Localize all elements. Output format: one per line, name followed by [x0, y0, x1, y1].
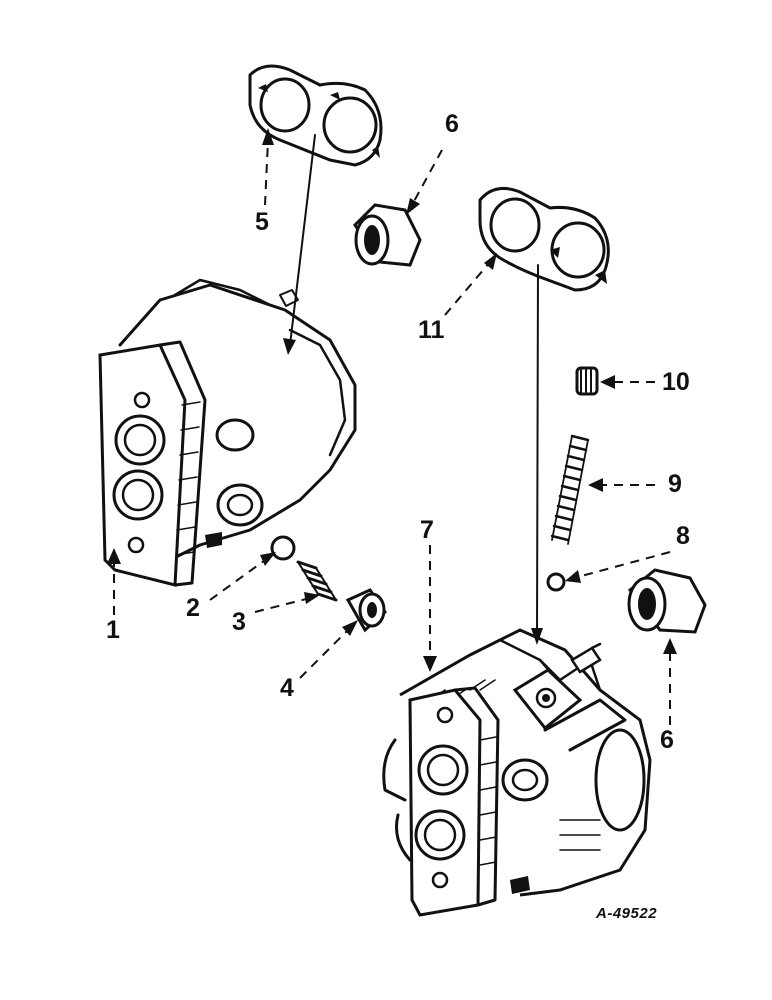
- callout-5: 5: [255, 208, 269, 236]
- plug-10: [575, 366, 599, 396]
- bearing-6-lower: [627, 568, 707, 634]
- pump-housing-left: [98, 278, 357, 587]
- pump-housing-right: [382, 628, 652, 917]
- gasket-11: [478, 186, 610, 292]
- callout-3: 3: [232, 608, 246, 636]
- callout-6-upper: 6: [445, 110, 459, 138]
- callout-4: 4: [280, 674, 294, 702]
- check-ball-8: [546, 572, 566, 592]
- callout-1: 1: [106, 616, 120, 644]
- spring-9: [550, 434, 590, 545]
- callout-11: 11: [418, 316, 445, 344]
- callout-8: 8: [676, 522, 690, 550]
- callout-6-lower: 6: [660, 726, 674, 754]
- callout-2: 2: [186, 594, 200, 622]
- check-ball-2: [270, 535, 296, 561]
- drawing-reference-number: A-49522: [596, 905, 658, 922]
- callout-9: 9: [668, 470, 682, 498]
- leader-lines: [107, 128, 677, 725]
- bearing-6-upper: [353, 203, 422, 267]
- plug-4: [345, 588, 387, 633]
- callout-7: 7: [420, 516, 434, 544]
- spring-3: [296, 560, 338, 602]
- callout-10: 10: [662, 368, 690, 396]
- gasket-5: [248, 64, 383, 167]
